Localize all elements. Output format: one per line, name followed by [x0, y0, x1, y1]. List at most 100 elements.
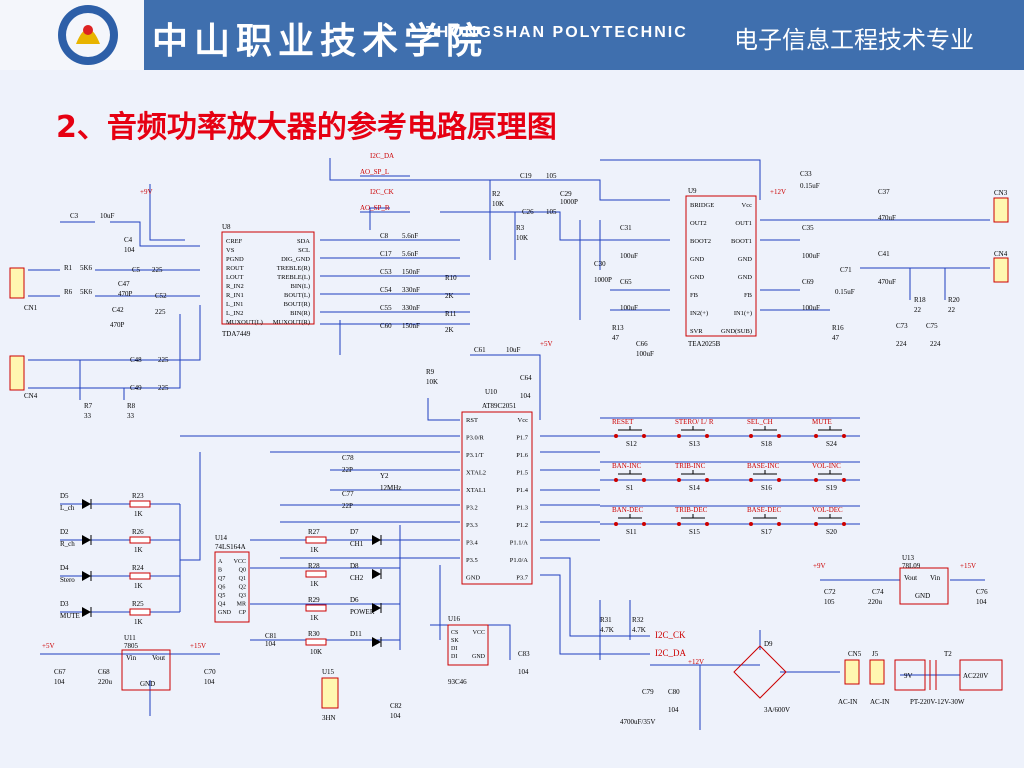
pin-label: MUXOUT(L) — [226, 319, 263, 326]
c3-ref: C3 — [70, 212, 79, 220]
pin-label: SDA — [297, 238, 310, 245]
c4-value: 104 — [124, 246, 135, 254]
c47-value: 470P — [118, 290, 133, 298]
t2-value: PT-220V-12V-30W — [910, 698, 965, 706]
u13-part: 78L09 — [902, 562, 921, 570]
resistor-ref: R29 — [308, 596, 320, 604]
resistor-ref: R30 — [308, 630, 320, 638]
header-bar: 中山职业技术学院 ZHONGSHAN POLYTECHNIC 电子信息工程技术专… — [0, 0, 1024, 70]
r3-ref: R3 — [516, 224, 525, 232]
net-p12v-1: +12V — [770, 188, 786, 196]
c76-ref: C76 — [976, 588, 988, 596]
c76-value: 104 — [976, 598, 987, 606]
u8-ref: U8 — [222, 223, 231, 231]
net-ao-sp-r: AO_SP_R — [360, 204, 390, 212]
pin-label: P3.1/T — [466, 452, 484, 459]
pin-label: CREF — [226, 238, 243, 245]
led-ref: D2 — [60, 528, 69, 536]
r9-value: 10K — [426, 378, 438, 386]
pin-label: P3.7 — [516, 575, 528, 582]
c55-ref: C55 — [380, 304, 392, 312]
led-diode-icon — [372, 603, 381, 613]
pin-label: RST — [466, 417, 478, 424]
pin-label: SVR — [690, 328, 703, 335]
pin-label: IN1(+) — [734, 310, 752, 317]
cn4r-ref: CN4 — [994, 250, 1008, 258]
pin-label: GND(SUB) — [721, 328, 752, 335]
c41-value: 470uF — [878, 278, 896, 286]
ac220-label: AC220V — [963, 672, 988, 680]
net-p15v-2: +15V — [960, 562, 976, 570]
pin-label: VCC — [234, 559, 246, 565]
r2-ref: R2 — [492, 190, 501, 198]
led-label: R_ch — [60, 540, 75, 548]
pin-label: GND — [472, 654, 486, 660]
c66-ref: C66 — [636, 340, 648, 348]
r11-value: 2K — [445, 326, 454, 334]
pin-label: Q2 — [239, 585, 246, 591]
c31-value: 100uF — [620, 252, 638, 260]
c79-value: 4700uF/35V — [620, 718, 655, 726]
pin-label: L_IN1 — [226, 301, 243, 308]
cn4-ref: CN4 — [24, 392, 38, 400]
c49-value: 225 — [158, 384, 169, 392]
r8-value: 33 — [127, 412, 135, 420]
switch-terminal — [814, 478, 818, 482]
switch-terminal — [777, 434, 781, 438]
switch-ref: S15 — [689, 528, 700, 536]
pin-label: BRIDGE — [690, 202, 714, 209]
c17-value: 5.6nF — [402, 250, 418, 258]
pin-label: P1.5 — [516, 470, 528, 477]
c29-value: 1000P — [560, 198, 578, 206]
c8-value: 5.6nF — [402, 232, 418, 240]
resistor-body — [129, 608, 151, 616]
c73-ref: C73 — [896, 322, 908, 330]
ac-in-label-2: AC-IN — [870, 698, 889, 706]
pin-label: P1.0/A — [510, 557, 529, 564]
c35-value: 100uF — [802, 252, 820, 260]
c83-ref: C83 — [518, 650, 530, 658]
r6-value: 5K6 — [80, 288, 93, 296]
c31-ref: C31 — [620, 224, 632, 232]
c74-value: 220u — [868, 598, 883, 606]
r18-ref: R18 — [914, 296, 926, 304]
c79-ref: C79 — [642, 688, 654, 696]
u11-ref: U11 — [124, 634, 136, 642]
switch-label: MUTE — [812, 418, 832, 426]
c48-ref: C48 — [130, 356, 142, 364]
c30-ref: C30 — [594, 260, 606, 268]
switch-label: TRIB-INC — [675, 462, 706, 470]
resistor-value: 1K — [310, 546, 319, 554]
led-column-left: D5L_chR231KD2R_chR261KD4SteroR241KD3MUTE… — [60, 492, 151, 626]
switch-ref: S14 — [689, 484, 700, 492]
pin-label: TREBLE(L) — [277, 274, 310, 281]
r18-value: 22 — [914, 306, 922, 314]
r1-value: 5K6 — [80, 264, 93, 272]
c69-ref: C69 — [802, 278, 814, 286]
pin-label: GND — [738, 274, 752, 281]
u8-part: TDA7449 — [222, 330, 251, 338]
switch-terminal — [677, 478, 681, 482]
c70-value: 104 — [204, 678, 215, 686]
c19-value: 105 — [546, 172, 557, 180]
u13-ref: U13 — [902, 554, 915, 562]
pin-label: DIG_GND — [281, 256, 310, 263]
ic-labels: U8 TDA7449 U9 TEA2025B U10 AT89C2051 U14… — [124, 187, 941, 688]
switch-terminal — [749, 478, 753, 482]
net-p15v-1: +15V — [190, 642, 206, 650]
pin-label: DI — [451, 646, 457, 652]
c30-value: 1000P — [594, 276, 612, 284]
major-name: 电子信息工程技术专业 — [734, 26, 974, 54]
r11-ref: R11 — [445, 310, 457, 318]
pin-label: IN2(+) — [690, 310, 708, 317]
y2-value: 12MHz — [380, 484, 401, 492]
c73-value: 224 — [896, 340, 907, 348]
resistor-value: 1K — [310, 614, 319, 622]
resistor-value: 1K — [134, 546, 143, 554]
u9-pins: BRIDGEOUT2BOOT2GNDGNDFBIN2(+)SVRVccOUT1B… — [690, 202, 753, 335]
c69-value: 100uF — [802, 304, 820, 312]
c83-value: 104 — [518, 668, 529, 676]
c48-value: 225 — [158, 356, 169, 364]
